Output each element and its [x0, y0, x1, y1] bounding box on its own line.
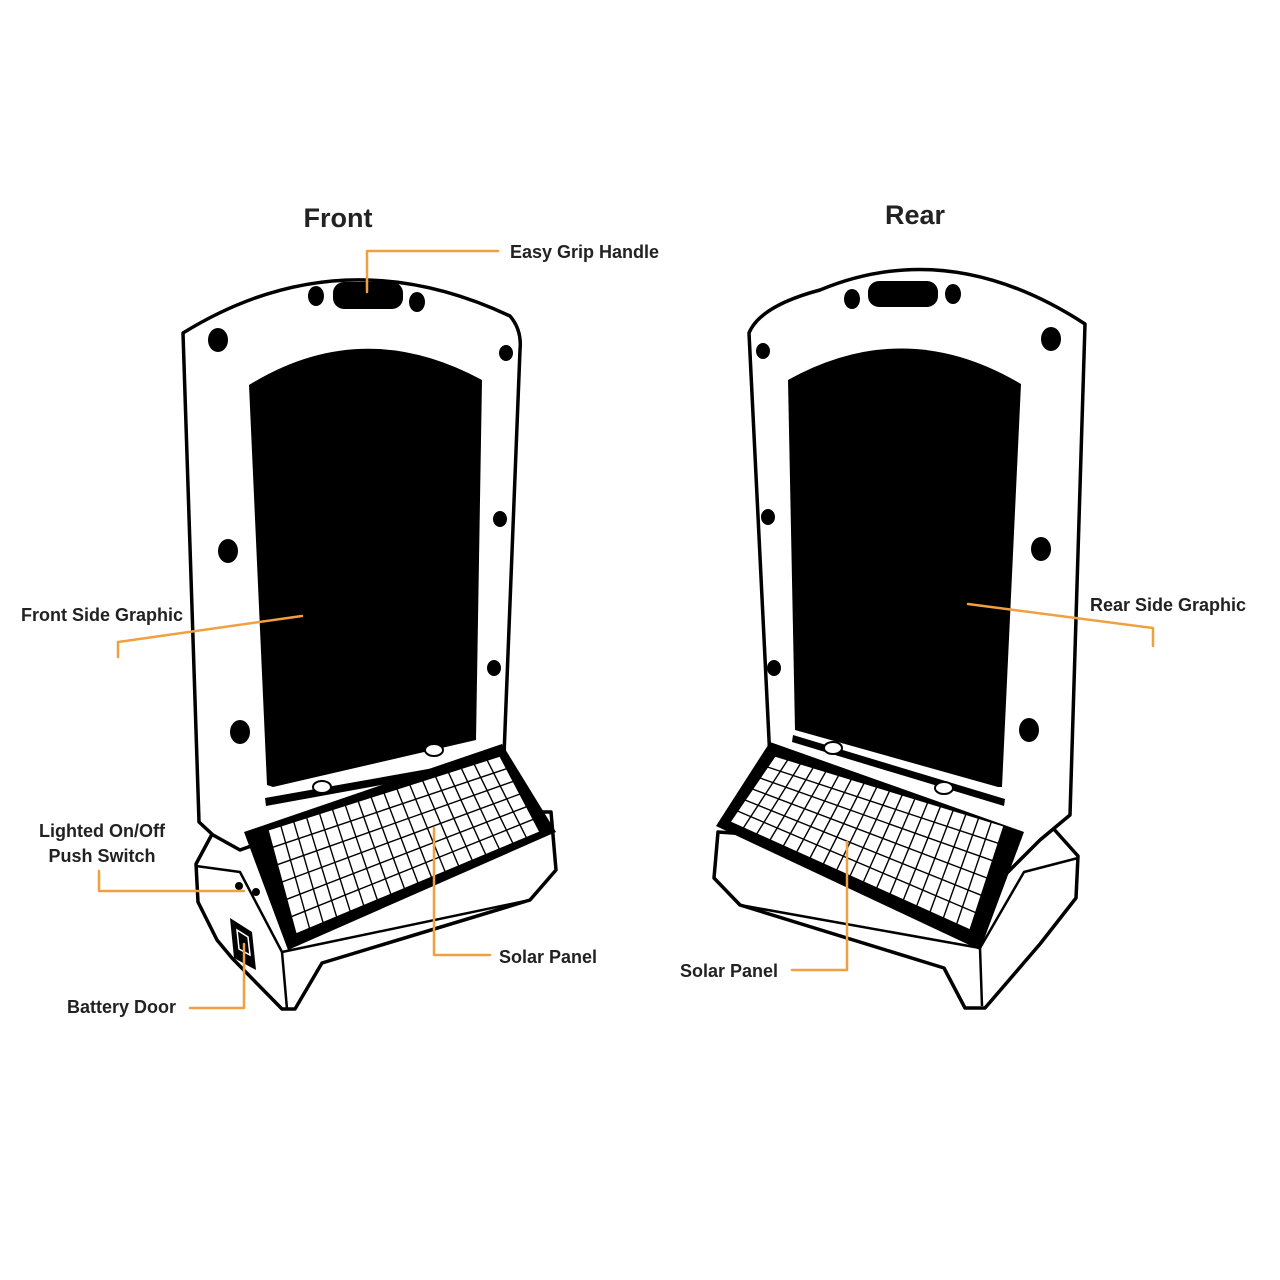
rear-sign	[712, 267, 1087, 1010]
front-sign	[181, 278, 558, 1011]
leader-rear-graphic	[966, 602, 1155, 648]
leader-battery	[188, 942, 246, 1010]
label-rear-graphic: Rear Side Graphic	[1090, 595, 1246, 615]
label-front-graphic: Front Side Graphic	[21, 605, 183, 625]
rear-title: Rear	[885, 200, 946, 230]
label-front-solar: Solar Panel	[499, 947, 597, 967]
leader-rear-solar	[790, 840, 849, 972]
front-handle-icon	[333, 282, 403, 309]
leader-lines	[97, 249, 1155, 1010]
front-graphic-area	[249, 348, 482, 787]
front-title: Front	[304, 203, 373, 233]
label-switch-line1: Lighted On/Off	[39, 821, 166, 841]
label-battery: Battery Door	[67, 997, 176, 1017]
leader-switch	[97, 869, 246, 893]
label-handle: Easy Grip Handle	[510, 242, 659, 262]
label-rear-solar: Solar Panel	[680, 961, 778, 981]
push-switch-icon	[235, 882, 243, 890]
rear-solar-panel	[729, 755, 1005, 931]
leader-front-graphic	[116, 614, 304, 659]
rear-graphic-area	[788, 348, 1021, 787]
rear-handle-icon	[868, 281, 938, 307]
leader-handle	[365, 249, 500, 294]
label-switch-line2: Push Switch	[48, 846, 155, 866]
front-solar-panel	[267, 755, 541, 935]
leader-front-solar	[432, 826, 492, 957]
